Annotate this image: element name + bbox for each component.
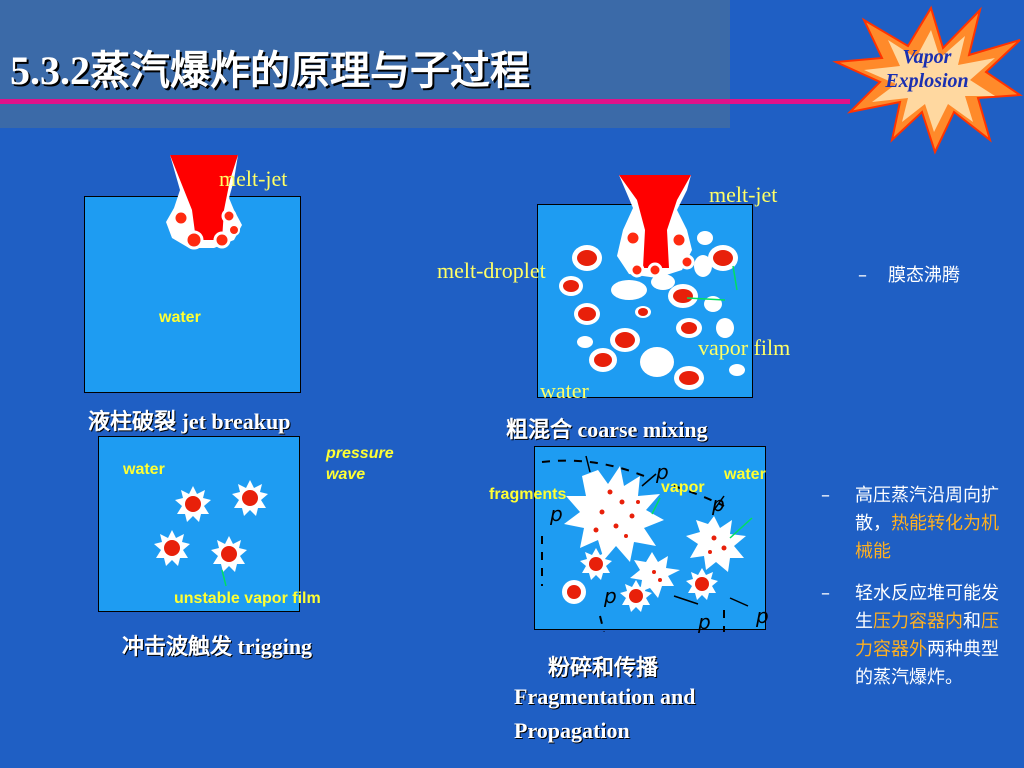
- panel4-p-label: p: [756, 604, 769, 628]
- bullet-dash: –: [821, 583, 830, 604]
- bullet-film-boiling-text: 膜态沸腾: [888, 265, 960, 286]
- bullet3-highlight-in: 压力容器内: [873, 611, 963, 632]
- bullet3-highlight-out: 压力容器外: [855, 611, 999, 660]
- panel2-caption: 粗混合 coarse mixing: [506, 417, 708, 442]
- header-band: [0, 0, 730, 128]
- panel2-melt-jet-label: melt-jet: [709, 182, 778, 207]
- panel4-explosion: [541, 455, 753, 632]
- panel2-water-label: water: [540, 378, 589, 403]
- panel2-mixture: [559, 175, 745, 390]
- panel4-vapor-label: vapor: [661, 479, 705, 496]
- bullet-dash: –: [821, 485, 830, 506]
- panel1-caption: 液柱破裂 jet breakup: [88, 409, 291, 434]
- panel3-fragments: [154, 480, 268, 587]
- panel4-p-label: p: [550, 502, 563, 526]
- panel-trigging: [98, 436, 300, 612]
- panel2-vapor-film-label: vapor film: [698, 335, 791, 360]
- badge-line1: Vapor: [902, 46, 952, 68]
- panel4-p-label: p: [656, 460, 669, 484]
- panel4-p-label: p: [604, 584, 617, 608]
- bullet2-text: 高压蒸汽沿周向扩散，: [855, 485, 999, 534]
- bullet-film-boiling: – 膜态沸腾: [858, 262, 960, 290]
- panel1-melt-jet: [166, 155, 242, 250]
- panel1-water-label: water: [159, 309, 201, 326]
- panel3-pressure-line2: wave: [326, 466, 366, 483]
- panel4-caption-line2: Fragmentation and: [514, 684, 696, 709]
- panel3-pressure-line1: pressure: [326, 445, 394, 462]
- panel4-p-label: p: [698, 610, 711, 634]
- panel4-caption-line3: Propagation: [514, 718, 630, 743]
- bullet3-text-c: 和: [963, 611, 981, 632]
- panel3-water-label: water: [123, 461, 165, 478]
- slide-title: 5.3.2蒸汽爆炸的原理与子过程: [10, 48, 530, 93]
- panel4-water-label: water: [724, 466, 766, 483]
- panel3-unstable-label: unstable vapor film: [174, 590, 321, 607]
- bullet-lwr-explosion: – 轻水反应堆可能发生压力容器内和压力容器外两种典型的蒸汽爆炸。: [821, 580, 1013, 692]
- title-rule: [0, 99, 850, 104]
- bullet3-text-e: 两种典型的蒸汽爆炸。: [855, 639, 999, 688]
- bullet-high-pressure-vapor: – 高压蒸汽沿周向扩散，热能转化为机械能: [821, 482, 1013, 566]
- bullet2-highlight: 热能转化为机械能: [855, 513, 999, 562]
- bullet-dash: –: [858, 265, 867, 286]
- panel1-melt-jet-label: melt-jet: [219, 166, 288, 191]
- vapor-explosion-starburst-icon: [832, 5, 1023, 155]
- panel3-caption: 冲击波触发 trigging: [122, 634, 313, 659]
- panel2-melt-droplet-label: melt-droplet: [437, 258, 546, 283]
- panel4-fragments-label: fragments: [489, 486, 567, 503]
- panel4-p-label: p: [712, 492, 725, 516]
- bullet3-text-a: 轻水反应堆可能发生: [855, 583, 999, 632]
- panel4-caption-line1: 粉碎和传播: [548, 655, 659, 680]
- badge-line2: Explosion: [885, 70, 969, 92]
